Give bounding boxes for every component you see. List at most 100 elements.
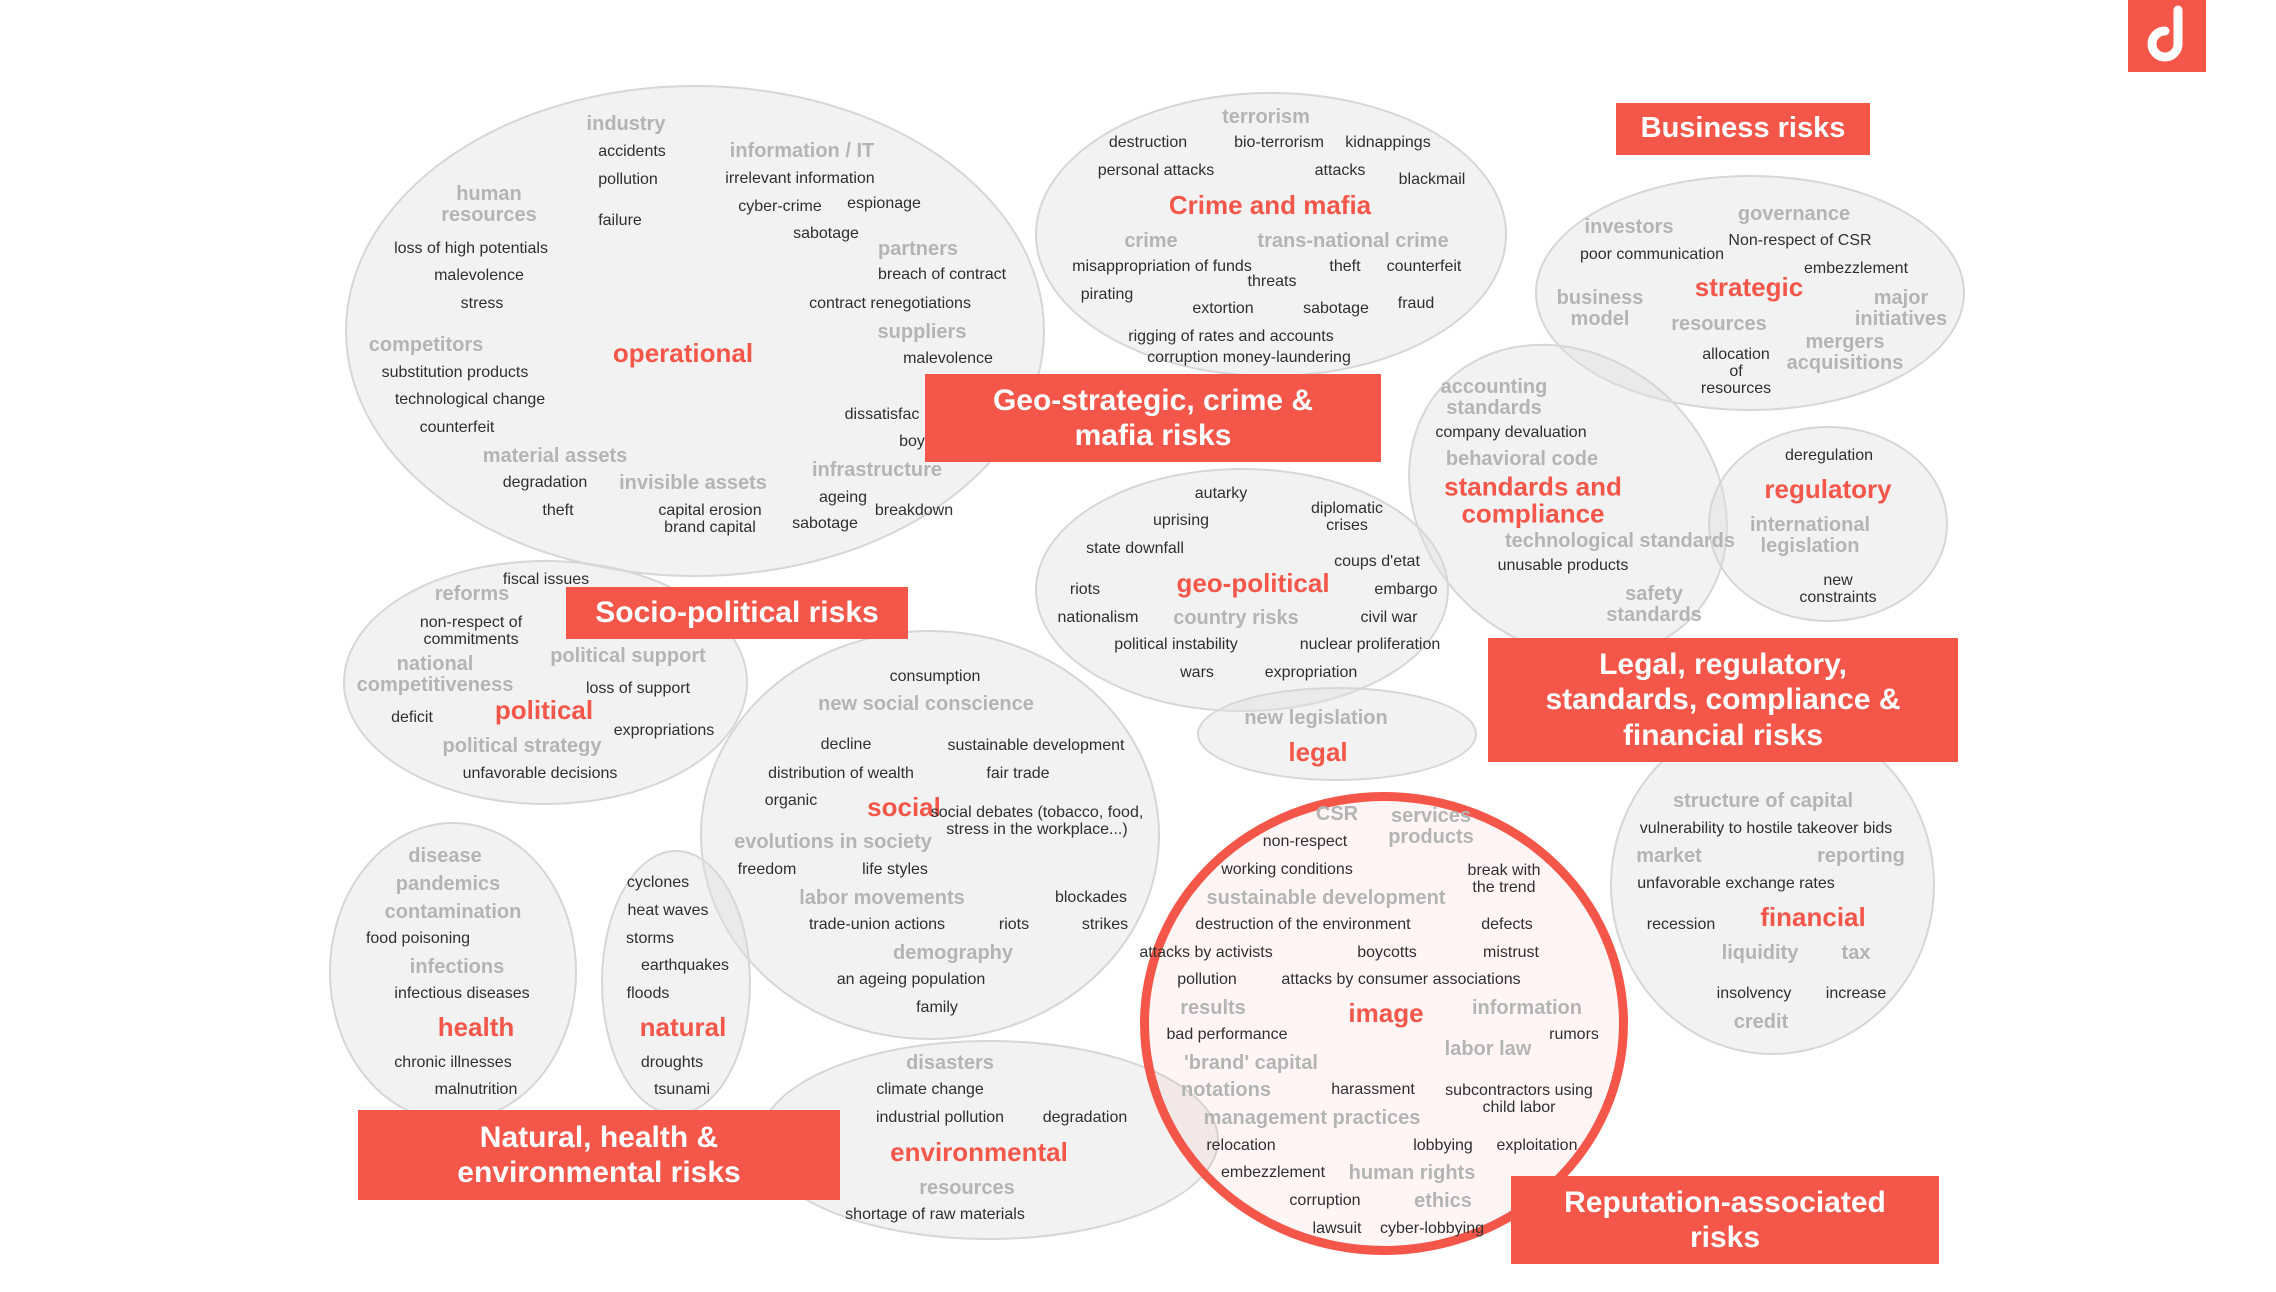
risk-subcategory-label: mergers acquisitions (1786, 331, 1904, 374)
label-reputation-risks: Reputation-associated risks (1511, 1176, 1939, 1264)
risk-item-label: expropriation (1264, 664, 1358, 681)
bubble-health (329, 822, 577, 1122)
risk-item-label: vulnerability to hostile takeover bids (1639, 820, 1893, 837)
risk-subcategory-label: partners (877, 238, 959, 260)
risk-item-label: family (916, 999, 958, 1016)
risk-item-label: embargo (1374, 581, 1438, 598)
risk-item-label: personal attacks (1097, 162, 1215, 179)
risk-item-label: malevolence (903, 350, 993, 367)
risk-subcategory-label: competitors (368, 334, 484, 356)
risk-category-label: operational (612, 338, 754, 368)
risk-item-label: boy (899, 433, 925, 450)
risk-item-label: breakdown (874, 502, 954, 519)
risk-item-label: capital erosion brand capital (658, 502, 762, 536)
risk-category-label: regulatory (1764, 474, 1892, 504)
risk-category-label: standards and compliance (1444, 471, 1622, 529)
bubble-natural (601, 850, 751, 1115)
risk-item-label: corruption (1289, 1192, 1361, 1209)
risk-subcategory-label: investors (1584, 216, 1674, 238)
risk-item-label: lawsuit (1312, 1220, 1362, 1237)
risk-subcategory-label: disasters (906, 1052, 994, 1074)
risk-item-label: expropriations (613, 722, 715, 739)
risk-item-label: attacks (1314, 162, 1366, 179)
risk-item-label: embezzlement (1803, 260, 1909, 277)
risk-item-label: allocation of resources (1700, 345, 1772, 397)
risk-subcategory-label: resources (1671, 313, 1767, 335)
bubble-geo-political (1035, 468, 1449, 712)
risk-item-label: climate change (876, 1081, 984, 1098)
risk-subcategory-label: safety standards (1606, 583, 1702, 626)
risk-item-label: nuclear proliferation (1299, 636, 1441, 653)
risk-subcategory-label: new social conscience (818, 693, 1034, 715)
risk-category-label: Crime and mafia (1168, 190, 1372, 220)
risk-item-label: state downfall (1086, 540, 1184, 557)
risk-item-label: mistrust (1483, 944, 1539, 961)
risk-subcategory-label: terrorism (1222, 106, 1310, 128)
risk-subcategory-label: information / IT (729, 140, 875, 162)
label-geo-strategic-risks: Geo-strategic, crime & mafia risks (925, 374, 1381, 462)
risk-subcategory-label: infrastructure (811, 459, 943, 481)
risk-subcategory-label: contamination (384, 901, 522, 923)
risk-subcategory-label: human resources (441, 183, 537, 226)
risk-item-label: cyber-lobbying (1379, 1220, 1485, 1237)
risk-item-label: relocation (1206, 1137, 1276, 1154)
risk-item-label: autarky (1194, 485, 1248, 502)
risk-item-label: social debates (tobacco, food, stress in… (930, 804, 1144, 838)
risk-item-label: cyclones (626, 874, 690, 891)
risk-item-label: substitution products (381, 364, 529, 381)
risk-subcategory-label: structure of capital (1672, 790, 1854, 812)
risk-item-label: loss of high potentials (394, 240, 548, 257)
risk-subcategory-label: sustainable development (1206, 887, 1446, 909)
risk-subcategory-label: credit (1733, 1011, 1789, 1033)
risk-item-label: sabotage (1303, 300, 1369, 317)
risk-item-label: deregulation (1784, 447, 1874, 464)
risk-item-label: theft (1329, 258, 1361, 275)
risk-item-label: extortion (1192, 300, 1254, 317)
risk-item-label: distribution of wealth (768, 765, 914, 782)
risk-item-label: espionage (847, 195, 921, 212)
risk-item-label: sustainable development (947, 737, 1125, 754)
risk-subcategory-label: liquidity (1721, 942, 1799, 964)
risk-subcategory-label: labor movements (799, 887, 965, 909)
risk-item-label: pollution (598, 171, 658, 188)
risk-item-label: degradation (502, 474, 588, 491)
risk-item-label: contract renegotiations (809, 295, 971, 312)
bubble-financial (1610, 715, 1935, 1055)
risk-category-label: image (1348, 998, 1424, 1028)
risk-item-label: freedom (737, 861, 797, 878)
risk-subcategory-label: results (1180, 997, 1246, 1019)
risk-subcategory-label: business model (1556, 287, 1644, 330)
risk-item-label: rigging of rates and accounts (1128, 328, 1334, 345)
risk-subcategory-label: political support (550, 645, 706, 667)
risk-subcategory-label: disease (408, 845, 482, 867)
risk-item-label: failure (598, 212, 642, 229)
risk-subcategory-label: demography (892, 942, 1014, 964)
risk-item-label: company devaluation (1435, 424, 1587, 441)
risk-item-label: fiscal issues (502, 571, 590, 588)
risk-subcategory-label: invisible assets (619, 472, 767, 494)
bubble-operational (345, 85, 1045, 577)
risk-item-label: shortage of raw materials (845, 1206, 1025, 1223)
risk-item-label: malnutrition (434, 1081, 518, 1098)
risk-subcategory-label: notations (1181, 1079, 1271, 1101)
brand-logo (2128, 0, 2206, 72)
risk-item-label: political instability (1114, 636, 1238, 653)
risk-item-label: counterfeit (419, 419, 495, 436)
risk-category-label: strategic (1694, 272, 1804, 302)
risk-subcategory-label: evolutions in society (734, 831, 932, 853)
risk-item-label: strikes (1081, 916, 1129, 933)
risk-subcategory-label: trans-national crime (1257, 230, 1449, 252)
risk-subcategory-label: resources (919, 1177, 1015, 1199)
risk-item-label: chronic illnesses (394, 1054, 512, 1071)
risk-subcategory-label: infections (409, 956, 505, 978)
label-legal-regulatory-risks: Legal, regulatory, standards, compliance… (1488, 638, 1958, 762)
risk-subcategory-label: market (1636, 845, 1702, 867)
risk-item-label: consumption (889, 668, 981, 685)
bubble-legal (1197, 687, 1477, 781)
bubble-social (700, 630, 1160, 1040)
risk-subcategory-label: material assets (482, 445, 628, 467)
risk-item-label: loss of support (585, 680, 691, 697)
risk-category-label: natural (639, 1012, 727, 1042)
risk-category-label: geo-political (1176, 568, 1330, 598)
label-business-risks: Business risks (1616, 103, 1870, 155)
